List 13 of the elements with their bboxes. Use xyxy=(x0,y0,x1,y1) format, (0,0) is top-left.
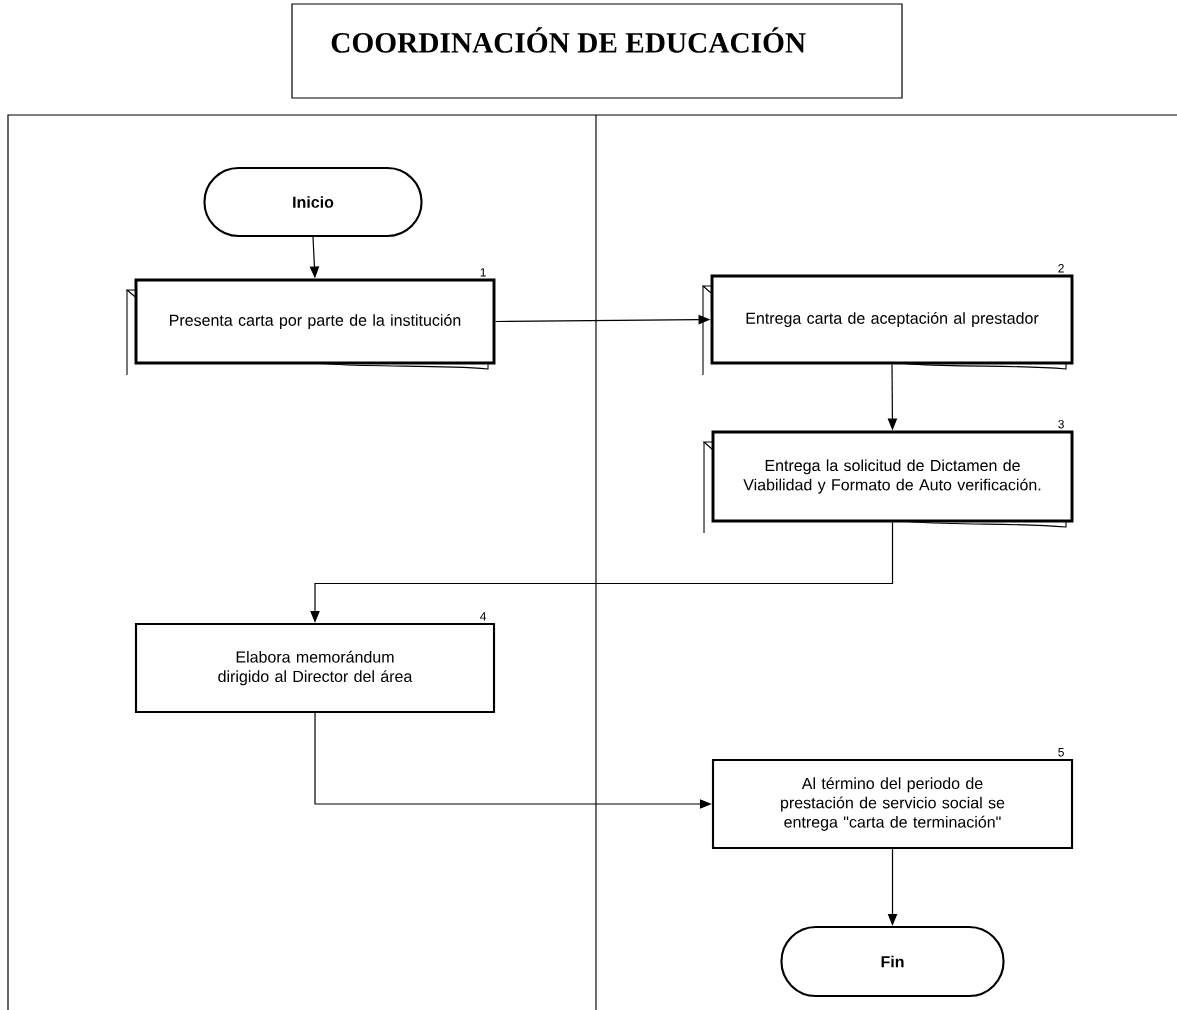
step-number: 2 xyxy=(1058,264,1064,273)
step-number: 4 xyxy=(480,612,487,621)
process-box: Al término del periodo de prestación de servicio social se entrega "carta de terminación" xyxy=(711,758,1074,850)
document-box: Presenta carta por parte de la institución xyxy=(126,278,496,376)
step-number: 5 xyxy=(1058,748,1064,757)
terminator: Fin xyxy=(780,925,1005,998)
title-box: COORDINACIÓN DE EDUCACIÓN xyxy=(291,3,903,99)
terminator: Inicio xyxy=(203,166,423,238)
step-number: 1 xyxy=(480,268,486,277)
process-box: Elabora memorándum dirigido al Director del área xyxy=(134,622,496,714)
step-number: 3 xyxy=(1058,419,1064,429)
document-box: Entrega la solicitud de Dictamen de Viabilidad y Formato de Auto verificación. xyxy=(703,430,1074,534)
document-box: Entrega carta de aceptación al prestador xyxy=(702,274,1074,376)
